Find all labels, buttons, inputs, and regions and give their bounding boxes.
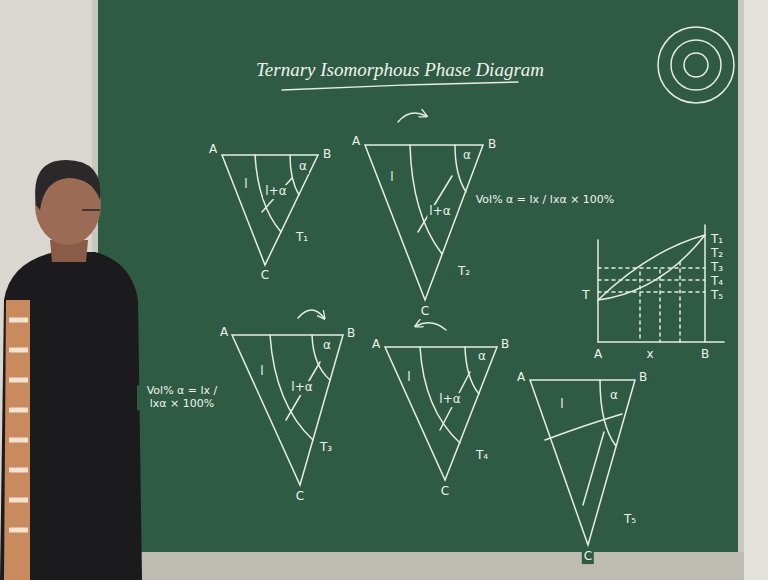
chalk-label: l+α [289,381,314,395]
chalk-label: C [259,269,271,283]
chalk-label: B [637,371,649,385]
chalk-label: T [580,289,591,303]
chalk-label: T₄ [474,449,490,463]
chalk-label: l+α [437,393,462,407]
chalk-label: A [207,143,219,157]
chalkboard [98,0,738,552]
chalk-label: T₅ [709,289,725,303]
chalk-label: α [461,149,473,163]
chalk-label: A [370,338,382,352]
chalk-label: T₂ [709,247,725,261]
chalk-label: C [294,490,306,504]
chalk-label: α [321,339,333,353]
chalk-label: T₂ [456,265,472,279]
chalk-label: T₅ [622,513,638,527]
wall-right [744,0,768,580]
chalk-label: α [297,160,309,174]
lecturer-figure [0,160,142,580]
chalk-label: A [592,348,604,362]
chalk-label: l+α [427,205,452,219]
chalk-label: T₁ [709,233,725,247]
board-title: Ternary Isomorphous Phase Diagram [253,59,547,81]
chalk-label: x [644,348,655,362]
chalk-label: l [405,371,412,385]
chalk-label: l [558,398,565,412]
chalk-label: T₃ [318,441,334,455]
chalk-label: T₁ [294,231,310,245]
chalk-label: C [419,305,431,319]
chalk-tray [92,552,744,580]
chalk-label: α [476,350,488,364]
chalk-label: B [499,338,511,352]
chalk-label: C [582,550,594,564]
chalk-label: l [388,171,395,185]
chalk-label: B [699,348,711,362]
chalk-label: l [258,365,265,379]
chalk-label: l+α [263,185,288,199]
chalk-label: α [608,389,620,403]
chalk-label: A [350,135,362,149]
chalk-label: T₃ [709,261,725,275]
chalk-label: A [515,371,527,385]
chalk-lines [222,27,734,545]
chalk-label: l [242,178,249,192]
chalk-label: B [486,138,498,152]
board-frame [92,0,744,560]
chalk-label: Vol% α = lx / lxα × 100% [474,194,617,207]
chalk-label: B [345,327,357,341]
chalk-label: Vol% α = lx / lxα × 100% [137,385,227,410]
chalk-label: B [321,148,333,162]
chalk-label: T₄ [709,275,725,289]
chalk-label: C [439,485,451,499]
chalk-label: A [218,326,230,340]
